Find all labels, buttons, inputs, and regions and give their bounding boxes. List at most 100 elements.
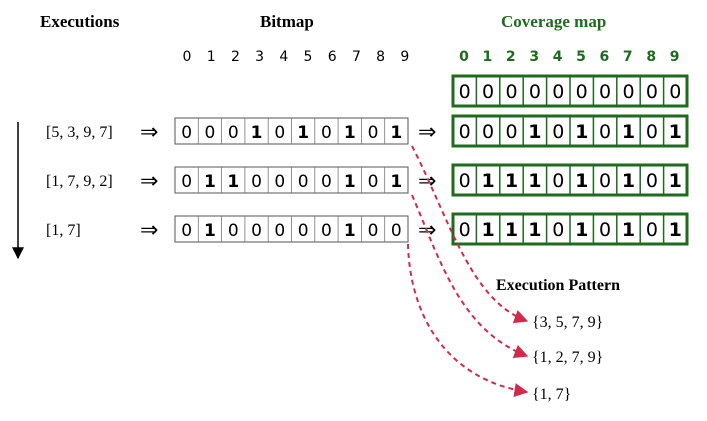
coverage-bit: 1 bbox=[575, 219, 588, 241]
bitmap-bit: 0 bbox=[228, 123, 239, 143]
bitmap-bit: 0 bbox=[321, 221, 332, 241]
bitmap-bit: 0 bbox=[298, 221, 309, 241]
execution-pattern-header: Execution Pattern bbox=[496, 277, 620, 294]
bitmap-index-label: 9 bbox=[400, 49, 409, 65]
coverage-index-label: 8 bbox=[646, 49, 656, 65]
bitmap-bit: 1 bbox=[297, 123, 309, 143]
coverage-bit: 0 bbox=[482, 81, 494, 103]
coverage-index-label: 4 bbox=[553, 49, 563, 65]
coverage-bit: 1 bbox=[505, 219, 518, 241]
executions-header: Executions bbox=[40, 12, 120, 31]
coverage-bit: 0 bbox=[482, 121, 494, 143]
bitmap-index-label: 0 bbox=[183, 49, 192, 65]
coverage-index-label: 3 bbox=[529, 49, 539, 65]
coverage-index-label: 2 bbox=[506, 49, 516, 65]
bitmap-bit: 0 bbox=[181, 221, 192, 241]
bitmap-header: Bitmap bbox=[260, 12, 314, 31]
coverage-index-label: 7 bbox=[623, 49, 633, 65]
bitmap-bit: 0 bbox=[251, 172, 262, 192]
implies-arrow: ⇒ bbox=[140, 218, 158, 243]
bitmap-bit: 0 bbox=[321, 123, 332, 143]
coverage-bit: 1 bbox=[575, 170, 588, 192]
coverage-index-label: 5 bbox=[576, 49, 586, 65]
coverage-bit: 0 bbox=[576, 81, 588, 103]
bitmap-bit: 0 bbox=[181, 172, 192, 192]
pattern-arrow bbox=[407, 243, 529, 397]
execution-pattern: {1, 2, 7, 9} bbox=[532, 349, 603, 366]
bitmap-bit: 1 bbox=[204, 172, 216, 192]
bitmap-index-label: 1 bbox=[207, 49, 216, 65]
bitmap-bit: 0 bbox=[181, 123, 192, 143]
coverage-bit: 0 bbox=[646, 170, 658, 192]
implies-arrow: ⇒ bbox=[140, 120, 158, 145]
execution-pattern: {1, 7} bbox=[532, 386, 571, 403]
coverage-bit: 0 bbox=[552, 81, 564, 103]
coverage-bit: 0 bbox=[552, 121, 564, 143]
bitmap-bit: 0 bbox=[391, 221, 402, 241]
coverage-bit: 0 bbox=[529, 81, 541, 103]
coverage-index-label: 9 bbox=[670, 49, 680, 65]
coverage-bit: 1 bbox=[622, 121, 635, 143]
pattern-arrows bbox=[407, 145, 529, 397]
coverage-bit: 0 bbox=[459, 170, 471, 192]
coverage-bit: 0 bbox=[646, 121, 658, 143]
bitmap-bit: 0 bbox=[274, 221, 285, 241]
execution-label: [1, 7] bbox=[46, 222, 81, 239]
bitmap-bit: 1 bbox=[344, 221, 356, 241]
coverage-index-label: 0 bbox=[459, 49, 469, 65]
bitmap-index-label: 4 bbox=[279, 49, 288, 65]
coverage-bit: 0 bbox=[599, 121, 611, 143]
coverage-bit: 1 bbox=[528, 170, 541, 192]
coverage-bit: 0 bbox=[646, 219, 658, 241]
bitmap-bit: 1 bbox=[227, 172, 239, 192]
coverage-bit: 0 bbox=[459, 121, 471, 143]
bitmap-bit: 0 bbox=[298, 172, 309, 192]
bitmap-index-label: 7 bbox=[352, 49, 361, 65]
bitmap-bit: 0 bbox=[274, 123, 285, 143]
bitmap-bit: 0 bbox=[368, 172, 379, 192]
bitmap-index-label: 8 bbox=[376, 49, 385, 65]
coverage-bit: 0 bbox=[646, 81, 658, 103]
coverage-bit: 1 bbox=[669, 170, 682, 192]
coverage-bit: 1 bbox=[575, 121, 588, 143]
coverage-bit: 1 bbox=[528, 121, 541, 143]
coverage-bit: 0 bbox=[552, 219, 564, 241]
coverage-bit: 0 bbox=[669, 81, 681, 103]
coverage-bit: 0 bbox=[552, 170, 564, 192]
execution-pattern: {3, 5, 7, 9} bbox=[532, 314, 603, 331]
coverage-bit: 0 bbox=[599, 170, 611, 192]
coverage-bit: 0 bbox=[505, 121, 517, 143]
coverage-bit: 1 bbox=[669, 219, 682, 241]
bitmap-bit: 0 bbox=[368, 221, 379, 241]
coverage-bit: 0 bbox=[622, 81, 634, 103]
bitmap-index-label: 2 bbox=[231, 49, 240, 65]
bitmap-bit: 1 bbox=[344, 172, 356, 192]
bitmap-bit: 0 bbox=[251, 221, 262, 241]
coverage-bit: 1 bbox=[481, 170, 494, 192]
coverage-bit: 1 bbox=[528, 219, 541, 241]
execution-patterns: {3, 5, 7, 9} {1, 2, 7, 9} {1, 7} bbox=[532, 314, 603, 403]
bitmap-bit: 1 bbox=[390, 123, 402, 143]
coverage-bit: 1 bbox=[505, 170, 518, 192]
bitmap-bit: 0 bbox=[368, 123, 379, 143]
bitmap-bit: 1 bbox=[390, 172, 402, 192]
coverage-bit: 1 bbox=[622, 219, 635, 241]
bitmap-bit: 0 bbox=[205, 123, 216, 143]
coverage-bit: 0 bbox=[599, 219, 611, 241]
bitmap-bit: 0 bbox=[228, 221, 239, 241]
coverage-bit: 1 bbox=[481, 219, 494, 241]
bitmap-bit: 1 bbox=[251, 123, 263, 143]
coverage-bit: 0 bbox=[459, 81, 471, 103]
bitmap-index-label: 5 bbox=[304, 49, 313, 65]
execution-label: [1, 7, 9, 2] bbox=[46, 173, 113, 190]
bitmap-index-label: 6 bbox=[328, 49, 337, 65]
bitmap-bit: 0 bbox=[321, 172, 332, 192]
implies-arrow: ⇒ bbox=[140, 169, 158, 194]
